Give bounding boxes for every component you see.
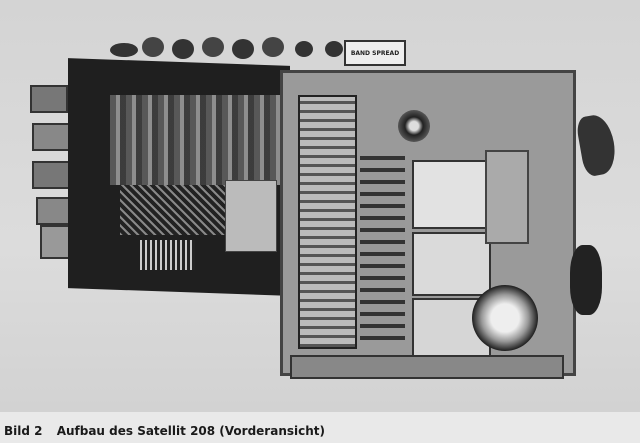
circuit-board: [110, 95, 280, 185]
side-knob-top: [575, 112, 619, 178]
tuning-drum: [298, 95, 357, 349]
side-knob-bottom: [570, 245, 602, 315]
caption-number: Bild 2: [4, 424, 43, 438]
heatsink: [140, 240, 195, 270]
radio-chassis-photo: BAND SPREAD: [0, 0, 640, 412]
base-rail: [290, 355, 564, 379]
bracket: [485, 150, 529, 244]
dial-knob: [398, 110, 430, 142]
band-spread-label: BAND SPREAD: [344, 40, 406, 66]
variable-capacitor-mid: [412, 232, 491, 296]
caption-text: Aufbau des Satellit 208 (Vorderansicht): [56, 424, 325, 438]
top-components: [110, 35, 350, 65]
transformer: [225, 180, 277, 252]
figure-caption: Bild 2 Aufbau des Satellit 208 (Vorderan…: [4, 424, 325, 438]
left-push-buttons: [30, 85, 78, 295]
wiring: [120, 185, 230, 235]
variable-capacitor-top: [412, 160, 491, 229]
large-knob-icon: [472, 285, 538, 351]
coil-strip: [360, 150, 405, 340]
